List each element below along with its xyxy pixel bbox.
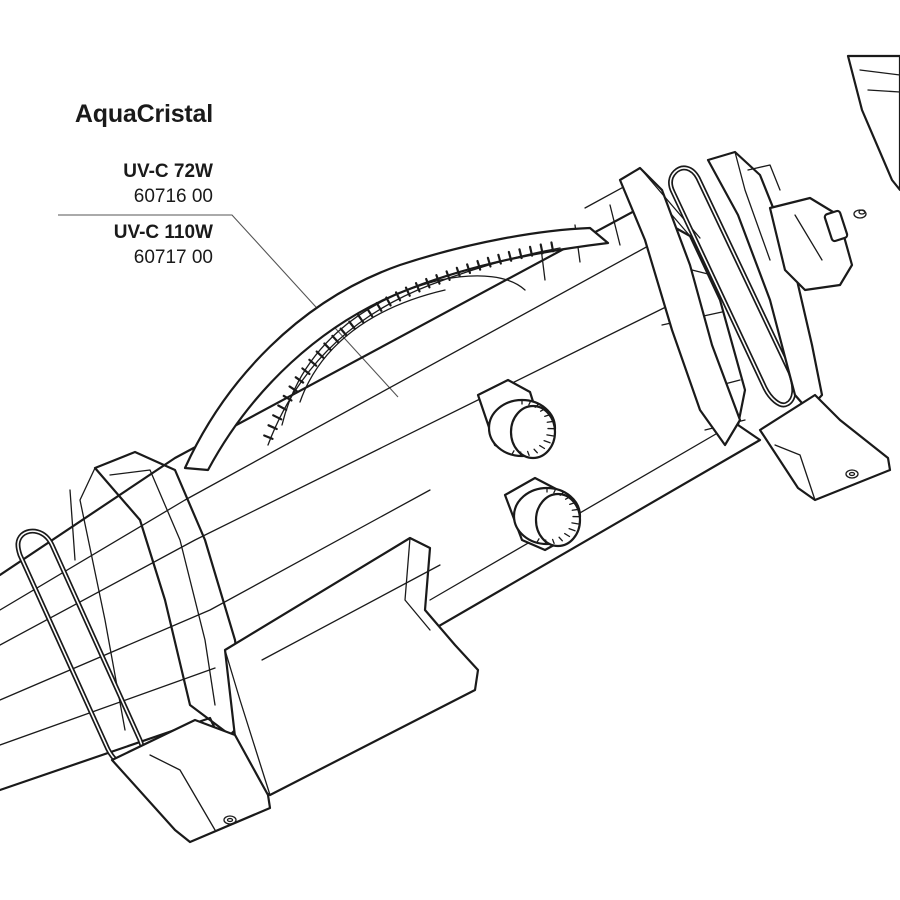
handle-rib: [550, 241, 555, 253]
handle-rib: [348, 320, 356, 330]
model-name-2: UV-C 110W: [113, 222, 213, 243]
knurl-line: [539, 407, 547, 412]
handle-rib: [294, 376, 305, 384]
knurl-line: [571, 508, 580, 511]
handle-rib: [497, 253, 502, 265]
knurl-line: [551, 538, 555, 544]
handle-rib: [476, 259, 482, 271]
carry-handle: [183, 226, 610, 472]
knurl-line: [528, 400, 532, 406]
handle-rib: [435, 274, 441, 285]
handle-rib: [357, 313, 365, 324]
rear-end-cap: [706, 150, 824, 412]
handle-rib: [331, 334, 340, 344]
knurl-line: [511, 450, 515, 456]
handle-rib: [315, 350, 325, 359]
knurl-line: [568, 528, 576, 532]
knurl-line: [544, 413, 552, 417]
lamp-connector: [768, 196, 867, 292]
knurl-line: [533, 448, 538, 454]
knurl-line: [526, 450, 530, 456]
detached-end-piece: [846, 54, 900, 192]
hose-connector-lower: [503, 476, 582, 552]
knurl-line: [546, 434, 555, 437]
model-name-1: UV-C 72W: [123, 161, 213, 182]
handle-ribs: [263, 241, 555, 440]
knurl-line: [543, 440, 551, 444]
handle-rib: [277, 404, 288, 411]
clamp-cover: [223, 536, 480, 797]
knurl-line: [564, 532, 571, 538]
rear-gasket: [668, 165, 797, 408]
handle-rib: [385, 296, 392, 307]
handle-rib: [288, 385, 299, 393]
article-number-2: 60717 00: [133, 247, 213, 268]
product-brand-title: AquaCristal: [74, 100, 213, 128]
handle-rib: [414, 282, 421, 293]
front-foot: [110, 718, 272, 844]
article-number-1: 60716 00: [133, 186, 213, 207]
knurl-line: [571, 522, 580, 525]
knurl-line: [534, 403, 540, 408]
knurl-line: [546, 420, 555, 423]
handle-rib: [323, 342, 332, 352]
hose-connector-upper: [476, 378, 557, 460]
handle-rib: [272, 414, 283, 421]
handle-rib: [528, 245, 534, 257]
front-gasket: [15, 528, 146, 772]
handle-rib: [267, 424, 278, 431]
handle-rib: [404, 286, 411, 297]
knurl-line: [558, 536, 563, 542]
knurl-line: [553, 488, 557, 494]
handle-rib: [518, 248, 523, 260]
handle-rib: [375, 301, 383, 312]
handle-rib: [539, 243, 544, 255]
handle-rib: [425, 277, 431, 289]
knurl-line: [564, 495, 572, 500]
handle-rib: [339, 327, 348, 337]
handle-rib: [366, 307, 374, 318]
handle-rib: [445, 270, 451, 281]
handle-rib: [263, 434, 274, 440]
handle-rib: [301, 367, 311, 376]
knurl-line: [559, 491, 565, 496]
knurl-line: [536, 538, 540, 544]
knurl-line: [539, 444, 546, 450]
knurl-line: [569, 501, 577, 505]
handle-rib: [486, 256, 492, 268]
handle-rib: [308, 358, 318, 367]
handle-rib: [466, 263, 472, 275]
rear-foot: [758, 393, 892, 502]
handle-rib: [455, 266, 461, 278]
handle-rib: [394, 291, 402, 302]
handle-rib: [507, 250, 513, 262]
handle-rib: [282, 394, 293, 402]
